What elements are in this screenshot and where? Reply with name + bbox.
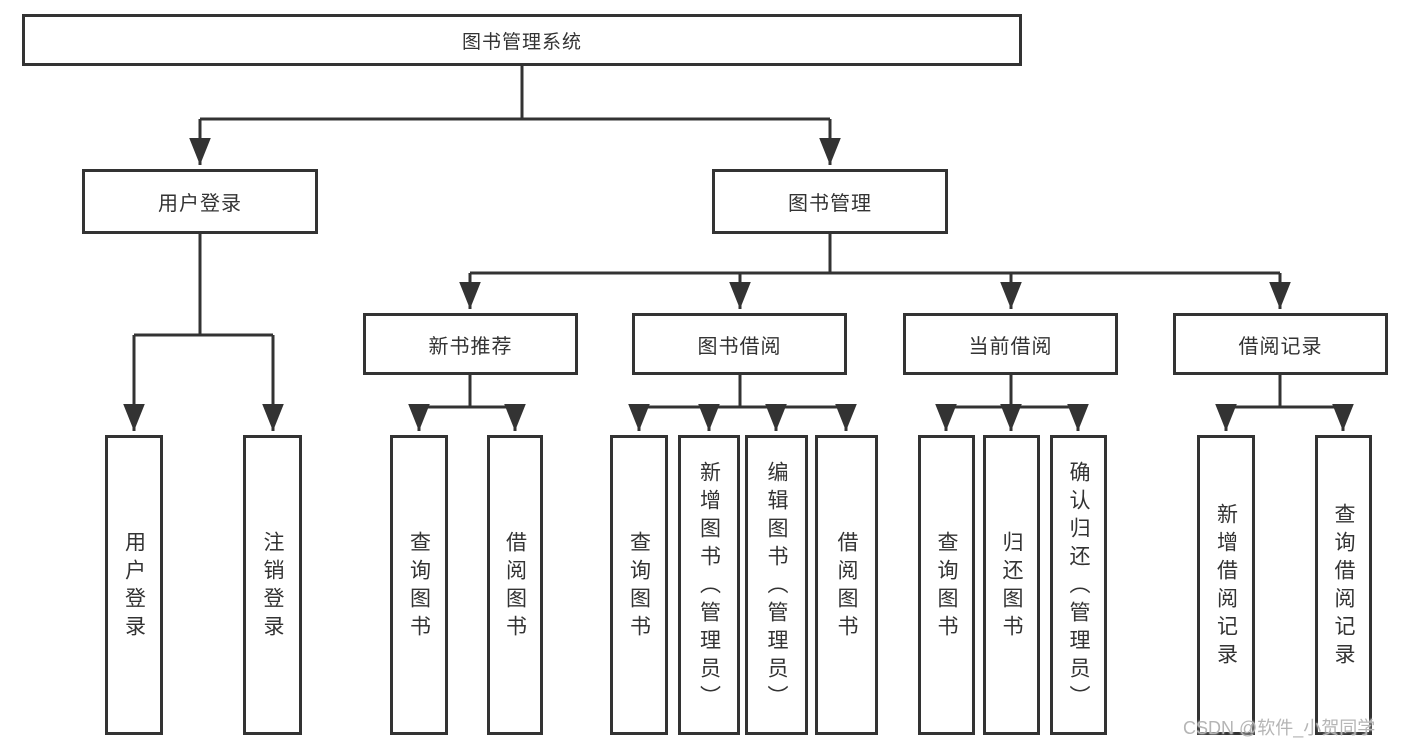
node-new-book-recommend: 新书推荐 [363, 313, 578, 375]
node-root-system: 图书管理系统 [22, 14, 1022, 66]
node-user-login: 用户登录 [82, 169, 318, 234]
leaf-add-borrow-record: 新增借阅记录 [1197, 435, 1255, 735]
leaf-borrow-books-2: 借阅图书 [815, 435, 878, 735]
leaf-edit-book-admin: 编辑图书（管理员） [745, 435, 808, 735]
leaf-return-book: 归还图书 [983, 435, 1040, 735]
leaf-add-book-admin: 新增图书（管理员） [678, 435, 740, 735]
node-borrow-records: 借阅记录 [1173, 313, 1388, 375]
leaf-borrow-books-1: 借阅图书 [487, 435, 543, 735]
leaf-user-login: 用户登录 [105, 435, 163, 735]
leaf-query-books-2: 查询图书 [610, 435, 668, 735]
connector-segments [134, 66, 1343, 409]
leaf-query-borrow-record: 查询借阅记录 [1315, 435, 1372, 735]
node-book-borrow: 图书借阅 [632, 313, 847, 375]
leaf-logout: 注销登录 [243, 435, 302, 735]
node-book-management: 图书管理 [712, 169, 948, 234]
csdn-watermark: CSDN @软件_小贺同学 [1183, 718, 1376, 738]
leaf-query-books-1: 查询图书 [390, 435, 448, 735]
leaf-confirm-return-admin: 确认归还（管理员） [1050, 435, 1107, 735]
leaf-query-books-3: 查询图书 [918, 435, 975, 735]
node-current-borrow: 当前借阅 [903, 313, 1118, 375]
